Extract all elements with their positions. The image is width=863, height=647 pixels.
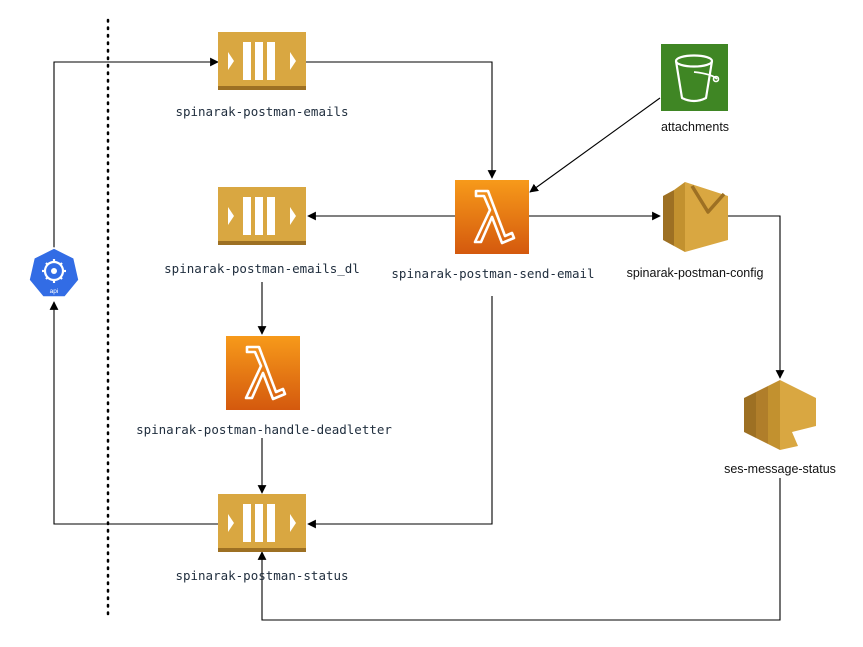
sqs-queue-icon[interactable] — [218, 494, 306, 552]
sqs-queue-icon[interactable] — [218, 187, 306, 245]
sqs-queue-icon[interactable] — [218, 32, 306, 90]
edge-config-to-message-status — [728, 215, 785, 379]
emails-queue-label: spinarak-postman-emails — [175, 104, 348, 119]
edge-attachments-to-send-email — [529, 97, 661, 193]
kubernetes-api-icon[interactable]: api — [28, 247, 80, 298]
handle-deadletter-label: spinarak-postman-handle-deadletter — [136, 422, 392, 437]
edge-message-status-to-status — [257, 478, 781, 621]
edge-emails-to-send-email — [306, 61, 497, 179]
lambda-icon[interactable] — [453, 178, 531, 256]
s3-bucket-icon[interactable] — [661, 44, 728, 111]
message-status-label: ses-message-status — [724, 462, 836, 476]
deadletter-queue-label: spinarak-postman-emails_dl — [164, 261, 360, 276]
status-queue-label: spinarak-postman-status — [175, 568, 348, 583]
send-email-label: spinarak-postman-send-email — [391, 266, 594, 281]
config-label: spinarak-postman-config — [627, 266, 764, 280]
lambda-icon[interactable] — [224, 334, 302, 412]
ses-config-icon[interactable] — [663, 182, 728, 252]
edge-status-to-api — [49, 301, 218, 525]
edge-send-email-to-status — [307, 296, 493, 529]
edge-api-to-emails — [53, 57, 219, 250]
attachments-label: attachments — [661, 120, 729, 134]
edges — [49, 57, 785, 621]
api-label: api — [50, 288, 59, 295]
sns-topic-icon[interactable] — [744, 380, 816, 450]
